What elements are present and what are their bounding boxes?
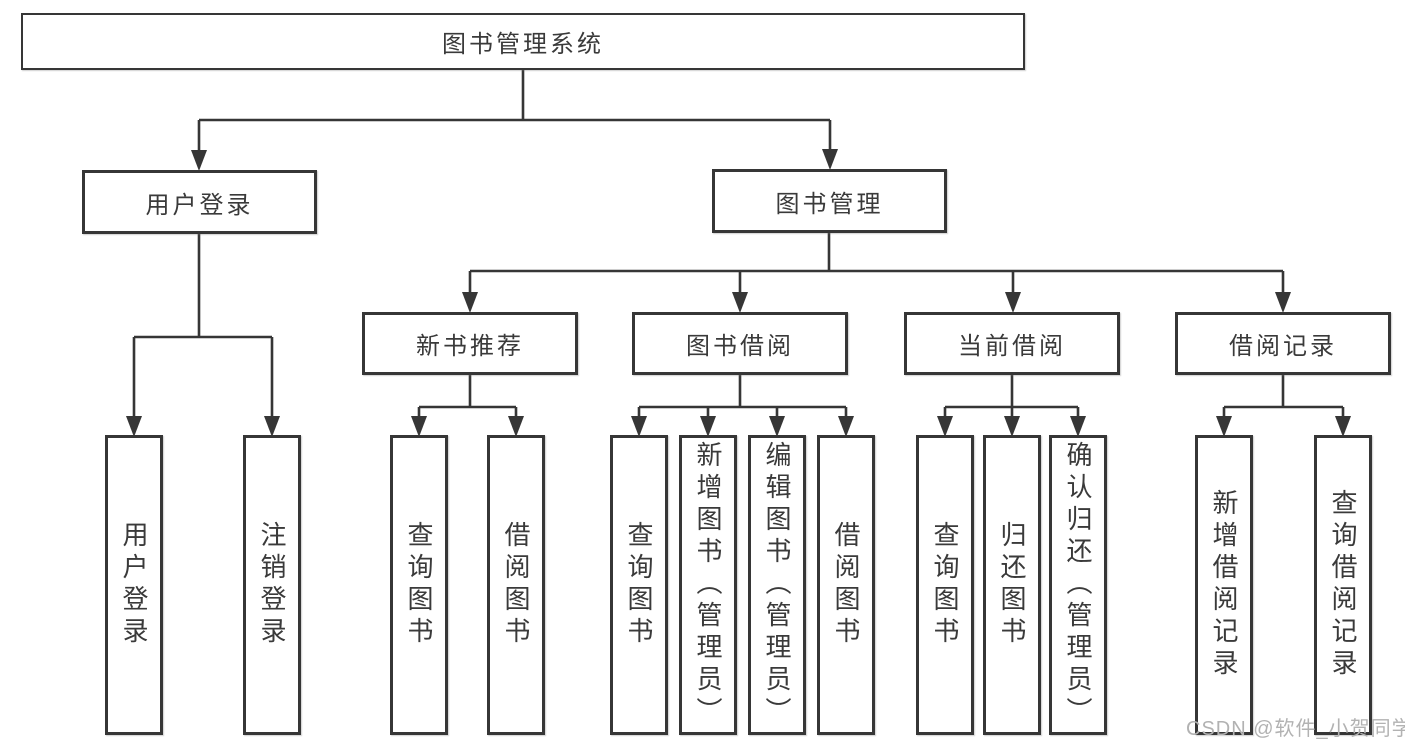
leaf-add-book-admin-label: 新增图书（管理员） (693, 441, 723, 729)
leaf-borrow-books-borrowing-label: 借阅图书 (831, 521, 861, 649)
leaf-edit-book-admin-label: 编辑图书（管理员） (762, 441, 792, 729)
leaf-borrow-books-recommend: 借阅图书 (487, 435, 545, 735)
node-current-borrowing: 当前借阅 (904, 312, 1120, 375)
leaf-confirm-return-admin: 确认归还（管理员） (1049, 435, 1107, 735)
leaf-query-books-recommend-label: 查询图书 (404, 521, 434, 649)
leaf-query-books-current-label: 查询图书 (930, 521, 960, 649)
leaf-add-borrow-record: 新增借阅记录 (1195, 435, 1253, 735)
leaf-query-borrow-record: 查询借阅记录 (1314, 435, 1372, 735)
leaf-query-borrow-record-label: 查询借阅记录 (1328, 489, 1358, 681)
leaf-logout-login-label: 注销登录 (257, 521, 287, 649)
leaf-add-book-admin: 新增图书（管理员） (679, 435, 737, 735)
leaf-edit-book-admin: 编辑图书（管理员） (748, 435, 806, 735)
leaf-return-book: 归还图书 (983, 435, 1041, 735)
leaf-borrow-books-borrowing: 借阅图书 (817, 435, 875, 735)
node-book-borrowing: 图书借阅 (632, 312, 848, 375)
leaf-add-borrow-record-label: 新增借阅记录 (1209, 489, 1239, 681)
leaf-query-books-borrowing: 查询图书 (610, 435, 668, 735)
node-library-system: 图书管理系统 (21, 13, 1025, 70)
connector-paths (132, 69, 1345, 422)
leaf-confirm-return-admin-label: 确认归还（管理员） (1063, 441, 1093, 729)
leaf-query-books-current: 查询图书 (916, 435, 974, 735)
arrowheads (126, 149, 1351, 437)
leaf-logout-login: 注销登录 (243, 435, 301, 735)
node-new-book-recommend: 新书推荐 (362, 312, 578, 375)
node-book-management: 图书管理 (712, 169, 947, 233)
leaf-query-books-recommend: 查询图书 (390, 435, 448, 735)
leaf-user-login-label: 用户登录 (119, 521, 149, 649)
leaf-borrow-books-recommend-label: 借阅图书 (501, 521, 531, 649)
node-borrowing-records: 借阅记录 (1175, 312, 1391, 375)
leaf-user-login: 用户登录 (105, 435, 163, 735)
leaf-return-book-label: 归还图书 (997, 521, 1027, 649)
node-user-login: 用户登录 (82, 170, 317, 234)
csdn-watermark: CSDN @软件_小贺同学 (1186, 718, 1405, 740)
leaf-query-books-borrowing-label: 查询图书 (624, 521, 654, 649)
